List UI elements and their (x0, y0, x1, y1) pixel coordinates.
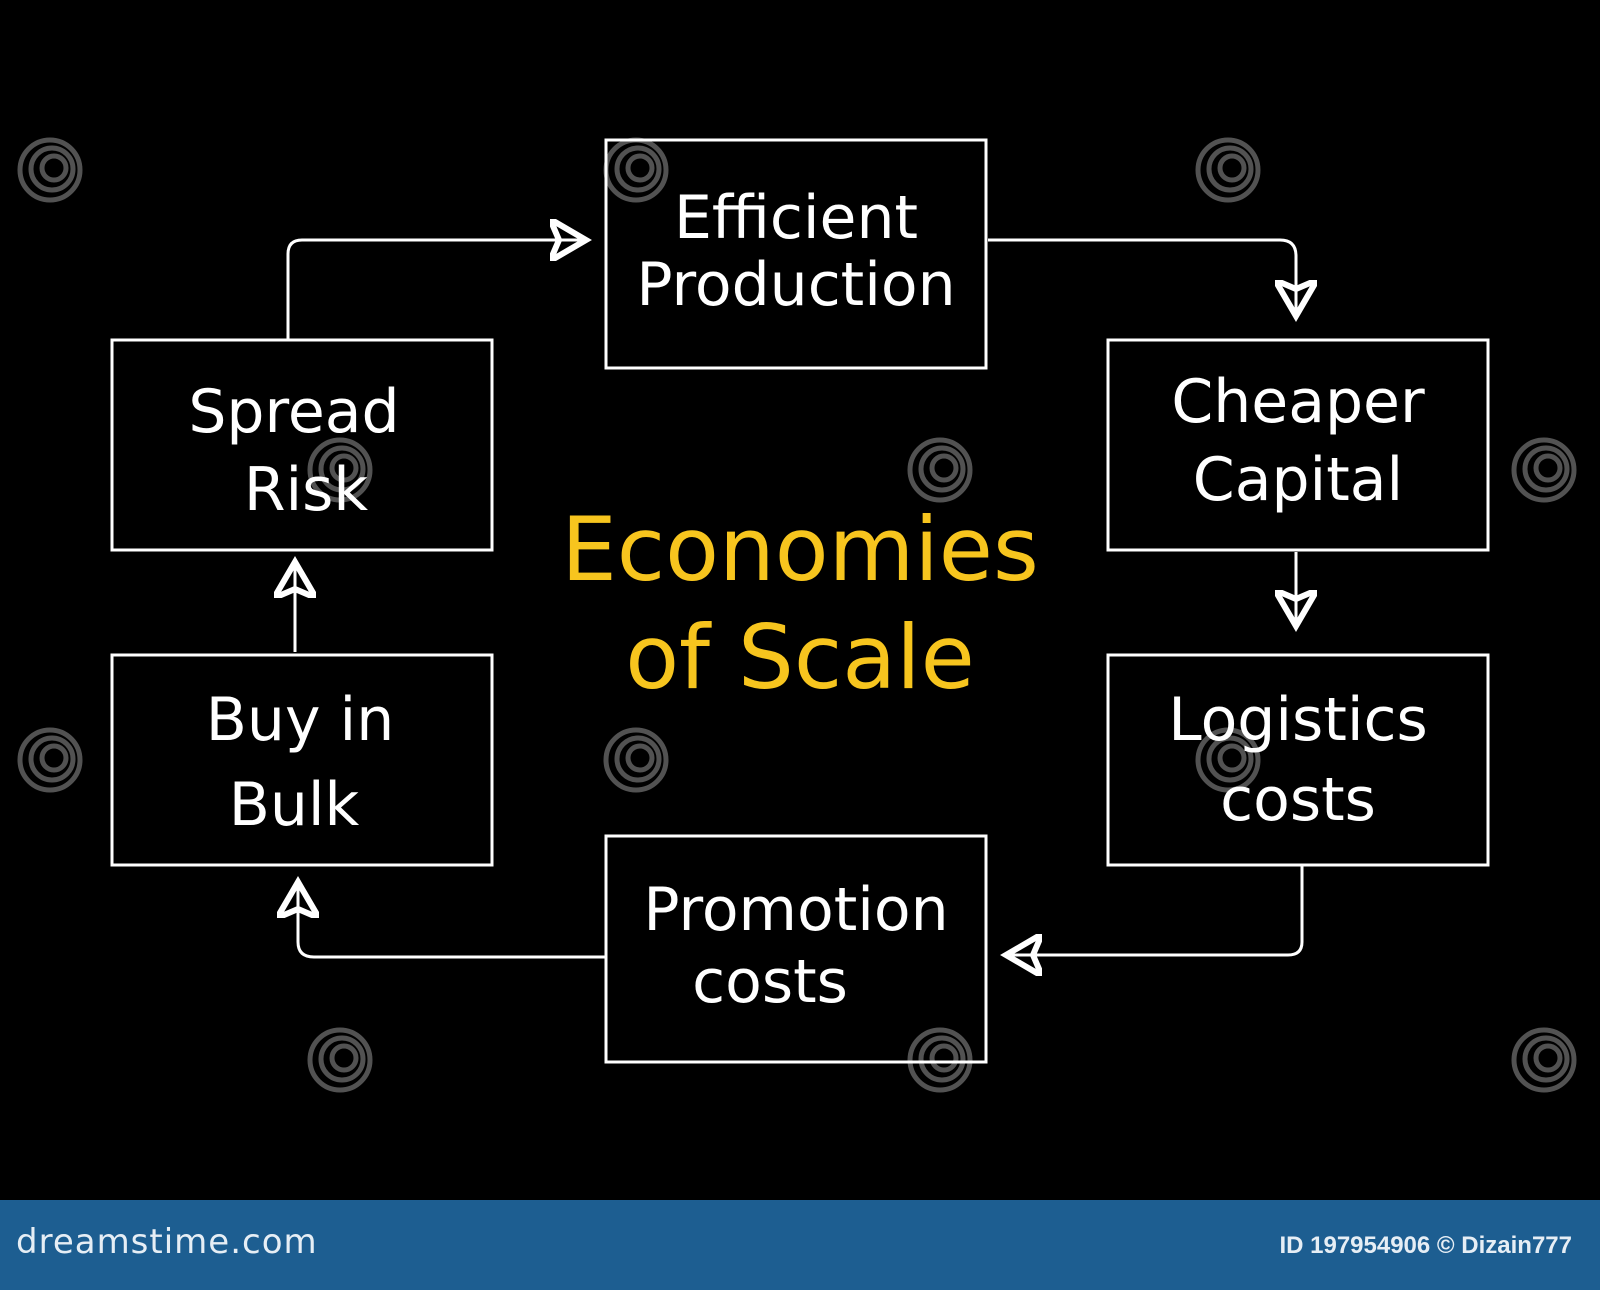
swirl-icon (603, 137, 669, 203)
promotion-costs-label-line1: Promotion (643, 875, 948, 945)
center-title-line2: of Scale (625, 606, 975, 709)
spread-risk-label-line1: Spread (188, 377, 399, 447)
box-logistics-costs (1106, 653, 1490, 867)
box-efficient-production (604, 138, 988, 370)
buy-in-bulk-label-line2: Bulk (229, 770, 360, 840)
connector-efficient-to-cheaper (988, 238, 1296, 310)
swirl-icon (603, 727, 669, 793)
cheaper-capital-label-line1: Cheaper (1171, 367, 1425, 437)
swirl-icon (1511, 1027, 1577, 1093)
efficient-production-label-line1: Efficient (674, 183, 918, 253)
box-buy-in-bulk (110, 653, 494, 867)
flow-diagram: Efficient Production Cheaper Capital Log… (17, 137, 1577, 1093)
spread-risk-label-line2: Risk (244, 455, 369, 525)
swirl-icon (17, 137, 83, 203)
connector-promotion-to-bulk (298, 888, 606, 959)
watermark-layer (17, 137, 1577, 1093)
footer-credit: ID 197954906 © Dizain777 (1279, 1232, 1572, 1259)
swirl-icon (307, 1027, 373, 1093)
connector-spread-to-efficient (286, 240, 580, 340)
swirl-icon (1511, 437, 1577, 503)
swirl-icon (907, 1027, 973, 1093)
swirl-icon (1195, 137, 1261, 203)
buy-in-bulk-label-line1: Buy in (206, 685, 394, 755)
logistics-costs-label-line2: costs (1220, 765, 1376, 835)
box-promotion-costs (604, 834, 988, 1064)
box-spread-risk (110, 338, 494, 552)
cheaper-capital-label-line2: Capital (1193, 445, 1403, 515)
connector-logistics-to-promotion (1012, 866, 1304, 955)
box-cheaper-capital (1106, 338, 1490, 552)
center-title-line1: Economies (561, 498, 1039, 601)
logistics-costs-label-line1: Logistics (1168, 685, 1428, 755)
swirl-icon (307, 437, 373, 503)
swirl-icon (1195, 727, 1261, 793)
promotion-costs-label-line2: costs (692, 947, 848, 1017)
diagram-canvas: Efficient Production Cheaper Capital Log… (17, 137, 1577, 1093)
swirl-icon (17, 727, 83, 793)
footer-logo[interactable]: dreamstime.com (16, 1222, 318, 1262)
swirl-icon (907, 437, 973, 503)
footer-bar: dreamstime.com ID 197954906 © Dizain777 (0, 1200, 1600, 1290)
efficient-production-label-line2: Production (636, 250, 955, 320)
